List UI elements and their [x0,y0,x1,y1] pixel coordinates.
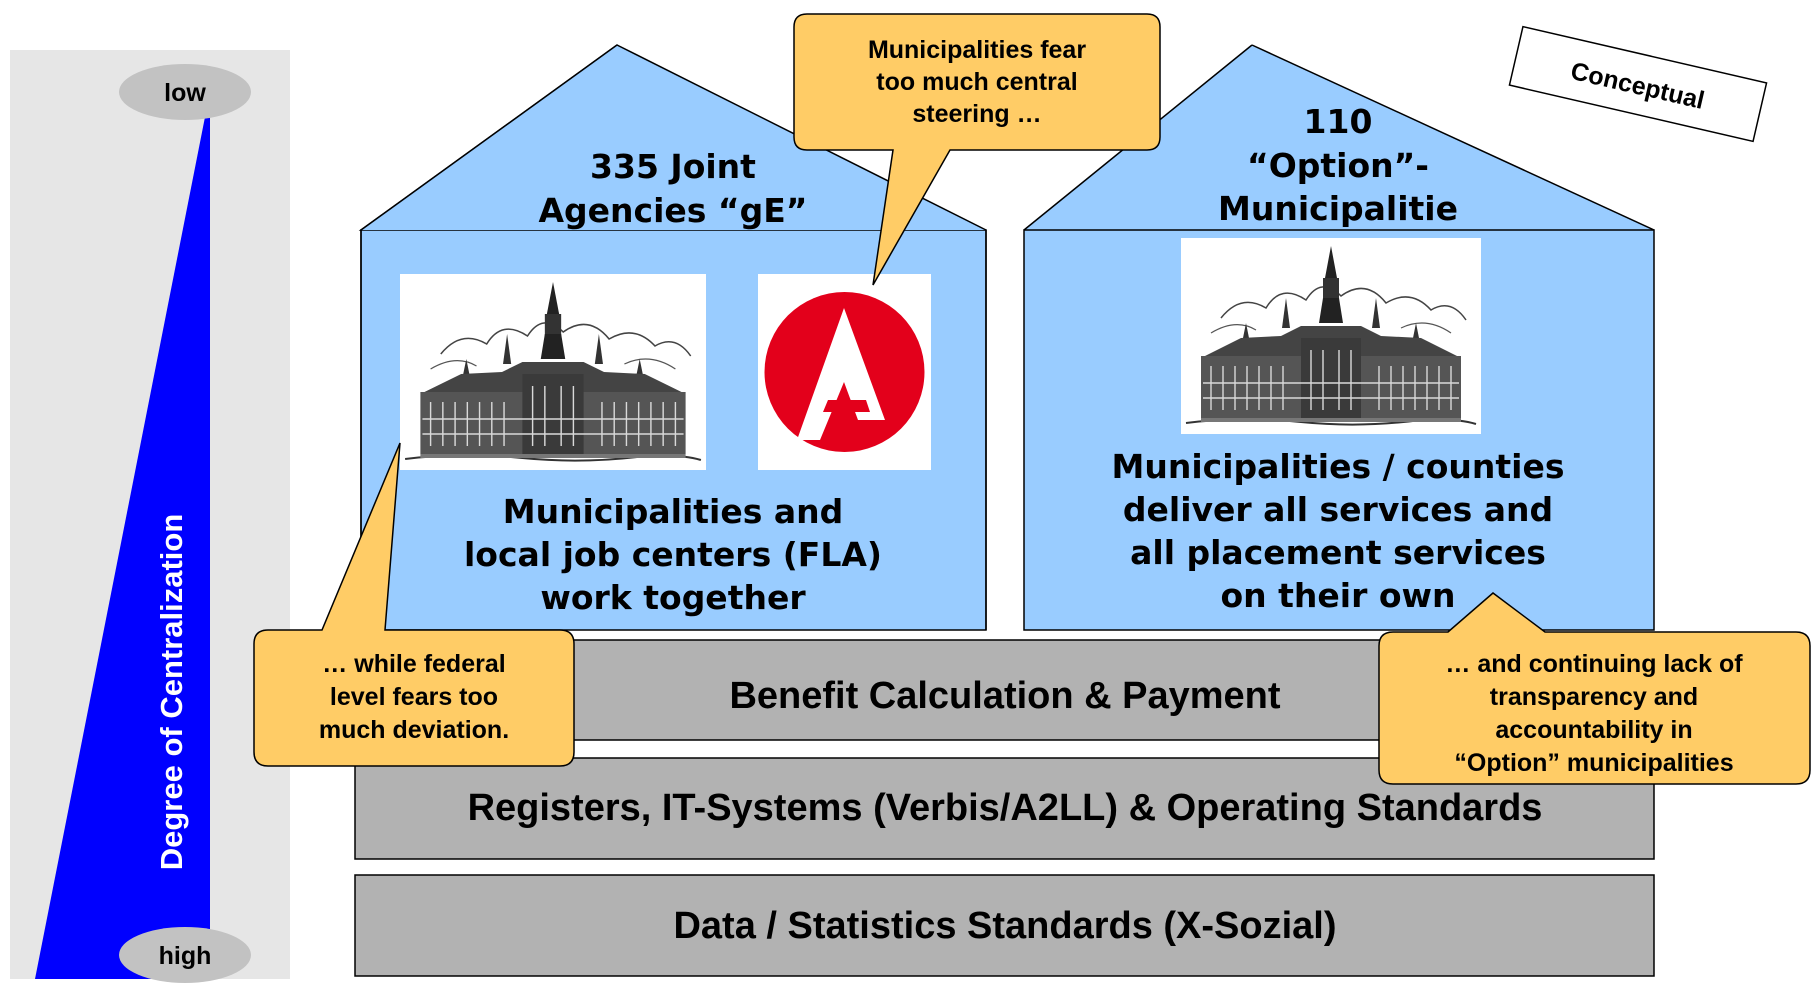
left-house-title-line1: 335 Joint [590,147,756,186]
benefit-label: Benefit Calculation & Payment [729,675,1280,717]
left-house-title-line2: Agencies “gE” [539,191,808,230]
callout-top-line2: too much central [876,68,1077,96]
callout-top-bubble [793,13,1161,286]
callout-transparency: … and continuing lack of transparency an… [1378,592,1811,785]
callout-right-line4: “Option” municipalities [1454,749,1733,777]
right-house-body-line1: Municipalities / counties [1112,447,1565,486]
callout-left-line2: level fears too [330,683,498,711]
right-house-title-line1: 110 [1304,102,1373,141]
low-ellipse [119,64,251,120]
callout-top-line3: steering … [912,100,1041,128]
option-municipalities-house: 110 “Option”- Municipalitie Municipaliti… [1023,44,1655,631]
conceptual-stamp: Conceptual [1508,25,1768,143]
callout-federal-deviation: … while federal level fears too much dev… [253,442,575,767]
callout-right-bubble [1378,592,1811,785]
callout-central-steering: Municipalities fear too much central ste… [793,13,1161,286]
callout-right-line1: … and continuing lack of [1445,650,1743,678]
callout-top-line1: Municipalities fear [868,36,1086,64]
federal-employment-agency-logo-icon [758,274,931,470]
data-standards-label: Data / Statistics Standards (X-Sozial) [673,905,1336,947]
right-house-roof [1024,45,1654,230]
layer-data-standards: Data / Statistics Standards (X-Sozial) [354,874,1655,977]
centralization-scale: low high Degree of Centralization [10,50,290,983]
data-standards-box [354,874,1655,977]
joint-agencies-house: 335 Joint Agencies “gE” Municipalities a… [358,44,987,631]
high-ellipse [119,927,251,983]
right-house-title-line3: Municipalitie [1218,189,1458,228]
right-house-body-line4: on their own [1220,576,1455,615]
registers-label: Registers, IT-Systems (Verbis/A2LL) & Op… [468,787,1543,829]
callout-right-line3: accountability in [1495,716,1692,744]
callout-left-line1: … while federal [322,650,505,678]
conceptual-stamp-box [1508,25,1768,143]
centralization-axis-label: Degree of Centralization [154,514,189,871]
callout-left-bubble [253,442,575,767]
town-hall-sketch-icon [398,272,708,472]
left-house-body-line1: Municipalities and [503,492,844,531]
right-house-body-line3: all placement services [1130,533,1546,572]
high-label: high [159,942,212,970]
left-house-body-line2: local job centers (FLA) [464,535,882,574]
layer-registers: Registers, IT-Systems (Verbis/A2LL) & Op… [354,757,1655,860]
left-house-body-line3: work together [540,578,806,617]
town-hall-sketch-icon [1180,237,1482,435]
callout-left-line3: much deviation. [319,716,509,744]
centralization-wedge [35,117,210,979]
callout-right-line2: transparency and [1490,683,1698,711]
low-label: low [164,79,206,107]
right-house-title-line2: “Option”- [1247,146,1429,185]
right-house-body-line2: deliver all services and [1123,490,1553,529]
